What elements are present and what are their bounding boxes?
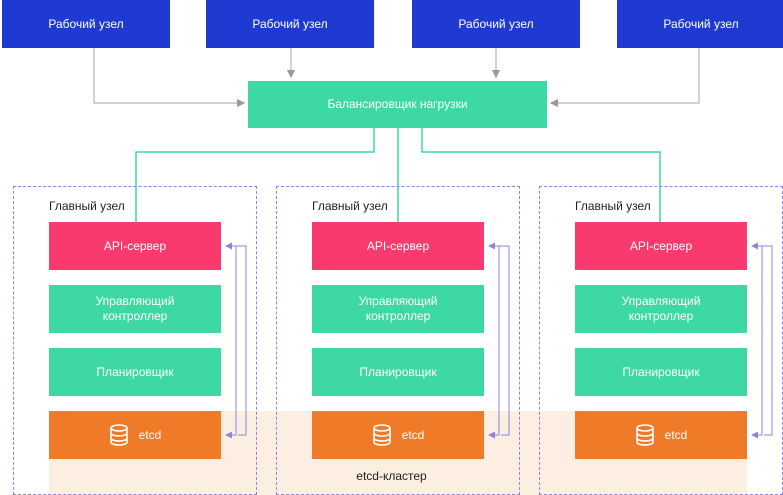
master-node-label-1: Главный узел [49, 199, 125, 213]
load-balancer: Балансировщик нагрузки [248, 81, 547, 128]
database-icon [109, 424, 128, 446]
etcd-3: etcd [575, 411, 747, 459]
balancer-api-3-link [421, 128, 661, 222]
worker-1-link [93, 48, 246, 108]
etcd-2: etcd [312, 411, 484, 459]
worker-node-4: Рабочий узел [617, 0, 783, 48]
worker-node-2: Рабочий узел [206, 0, 374, 48]
balancer-api-1-link [135, 128, 375, 222]
scheduler-1: Планировщик [49, 348, 221, 396]
worker-node-1: Рабочий узел [2, 0, 170, 48]
etcd-api-link-1 [225, 246, 237, 439]
master-node-label-3: Главный узел [575, 199, 651, 213]
etcd-cluster-label: etcd-кластер [356, 469, 427, 483]
database-icon [635, 424, 654, 446]
etcd-1: etcd [49, 411, 221, 459]
api-server-1: API-сервер [49, 222, 221, 270]
etcd-api-link-2 [488, 246, 500, 439]
api-server-3: API-сервер [575, 222, 747, 270]
worker-4-link [549, 48, 700, 108]
controller-manager-1: Управляющий контроллер [49, 285, 221, 333]
etcd-api-link-3 [751, 246, 763, 439]
master-node-label-2: Главный узел [312, 199, 388, 213]
api-server-2: API-сервер [312, 222, 484, 270]
database-icon [372, 424, 391, 446]
scheduler-2: Планировщик [312, 348, 484, 396]
controller-manager-3: Управляющий контроллер [575, 285, 747, 333]
scheduler-3: Планировщик [575, 348, 747, 396]
worker-node-3: Рабочий узел [412, 0, 580, 48]
controller-manager-2: Управляющий контроллер [312, 285, 484, 333]
